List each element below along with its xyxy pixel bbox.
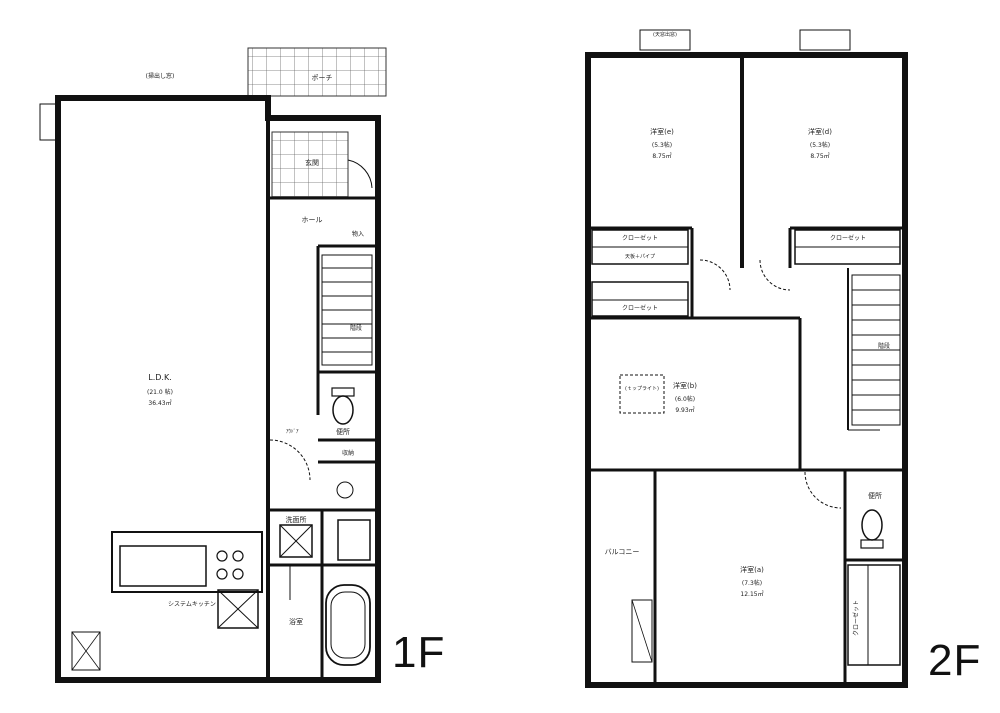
toilet2-name: 便所	[868, 491, 882, 500]
room-e-tatami: (5.3帖)	[652, 141, 672, 149]
porch-name: ポーチ	[312, 74, 333, 82]
floor1-outer-wall	[55, 95, 381, 683]
closet4-label: クローゼット	[852, 600, 860, 636]
floor1-toilet-fixture	[332, 395, 354, 425]
wash-basin	[337, 519, 371, 561]
floor2-stairs	[851, 274, 901, 426]
bath-name: 浴室	[289, 617, 303, 626]
kitchen-counter	[111, 531, 263, 593]
stair1-note: 階段	[350, 324, 362, 332]
storage2-name: 収納	[342, 449, 354, 457]
room-b-tatami: (6.0帖)	[675, 395, 695, 403]
washroom-name: 洗面所	[286, 515, 307, 524]
room-a-name: 洋室(a)	[740, 565, 764, 574]
toilet1-name: 便所	[336, 427, 350, 436]
room-d-tatami: (5.3帖)	[810, 141, 830, 149]
room-b-name: 洋室(b)	[673, 381, 697, 390]
porch-tiles	[247, 47, 387, 97]
ldk-tatami: (21.0 帖)	[147, 388, 173, 396]
room-b-area: 9.93㎡	[675, 406, 694, 414]
floor1-labels: L.D.K. (21.0 帖) 36.43㎡ ポーチ 玄関 ホール 物入 階段 …	[146, 72, 364, 626]
entrance-tiles	[271, 131, 349, 199]
ldk-top-note: (掃出し窓)	[146, 72, 175, 80]
balcony-name: バルコニー	[605, 548, 640, 556]
storage-name: 物入	[352, 230, 364, 238]
closet2-label: クローゼット	[622, 304, 658, 312]
room-a-tatami: (7.3帖)	[742, 579, 762, 587]
room-a-area: 12.15㎡	[740, 590, 763, 598]
closet1-label: クローゼット	[622, 234, 658, 242]
floor1-stairs	[321, 254, 373, 366]
skylight-note: (ｔップライト)	[625, 386, 659, 392]
room-e-area: 8.75㎡	[652, 152, 671, 160]
floor2-label: 2F	[928, 636, 982, 685]
window-top-note: (天窓出窓)	[653, 31, 677, 38]
closet3-label: クローゼット	[830, 234, 866, 242]
shelf-pipe-1: 天板＋パイプ	[625, 253, 655, 260]
room-d-name: 洋室(d)	[808, 127, 832, 136]
hall-name: ホール	[302, 216, 323, 224]
ldk-area: 36.43㎡	[148, 399, 171, 407]
kitchen-note: システムキッチン	[168, 601, 216, 608]
room-d-area: 8.75㎡	[810, 152, 829, 160]
floor2-labels: 洋室(e) (5.3帖) 8.75㎡ 洋室(d) (5.3帖) 8.75㎡ 洋室…	[605, 31, 890, 636]
washing-machine	[279, 524, 313, 558]
fridge	[217, 589, 259, 629]
stair2-note: 階段	[878, 342, 890, 350]
bathtub	[325, 584, 371, 666]
skylight-box	[619, 374, 665, 414]
door-note: ｱｳﾄﾞｱ	[286, 428, 299, 435]
floor2-outer-wall	[585, 52, 908, 688]
room-e-name: 洋室(e)	[650, 127, 674, 136]
floor2-plan	[585, 29, 908, 688]
entrance-name: 玄関	[305, 158, 319, 167]
ldk-name: L.D.K.	[148, 373, 172, 382]
floor1-label: 1F	[392, 628, 446, 677]
floor1-plan	[39, 47, 387, 683]
floor2-toilet-fixture	[861, 509, 883, 541]
